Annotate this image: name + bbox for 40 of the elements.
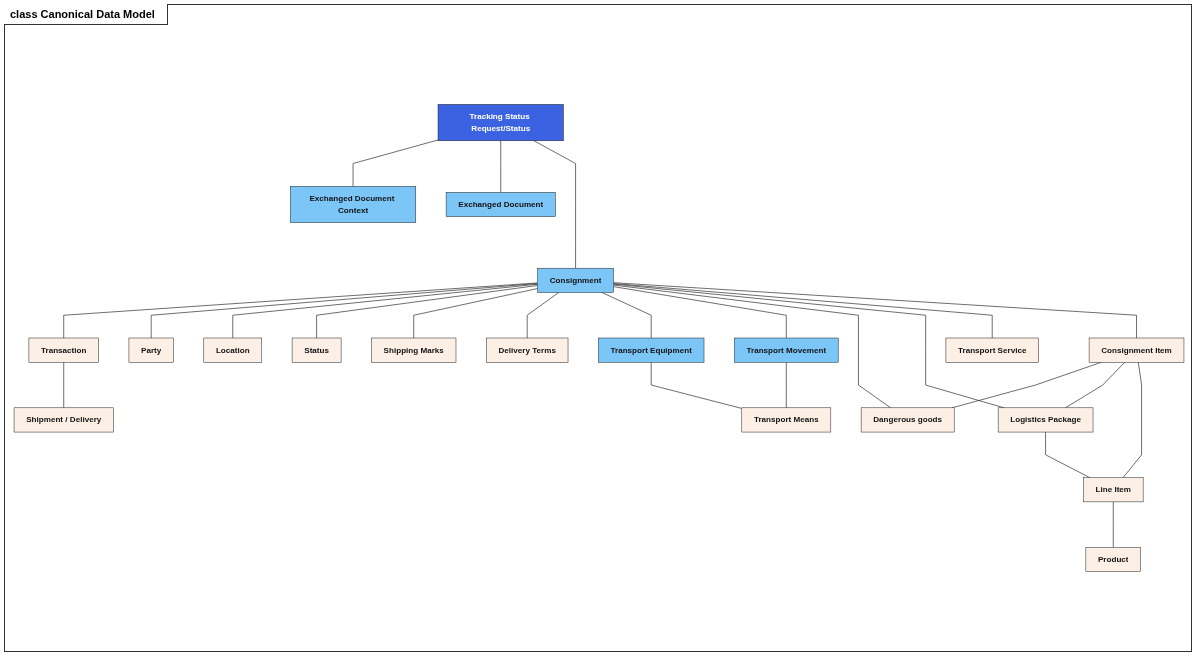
connector [613,282,1137,339]
connector [613,286,787,339]
connector [63,282,538,339]
node-box: Delivery Terms [486,337,569,363]
connector [1065,361,1126,409]
node-box: Consignment Item [1088,337,1185,363]
node-box: Line Item [1083,477,1144,503]
node-box: Status [291,337,342,363]
connector [533,140,576,269]
connector [613,283,993,339]
node-box: Transport Means [741,407,832,433]
connector [63,361,65,409]
node-box: Transaction [28,337,99,363]
node-box: Logistics Package [997,407,1094,433]
node-box: Transport Movement [734,337,839,363]
node-box: Party [128,337,174,363]
connector [785,361,787,409]
node-box: Shipping Marks [371,337,457,363]
node-box: Tracking Status Request/Status [437,104,564,142]
node-box: Exchanged Document Context [290,186,416,223]
node-box: Location [203,337,263,363]
node-box: Product [1085,547,1141,572]
connector [1045,431,1091,478]
connector [601,292,652,339]
connector [526,292,560,339]
node-box: Transport Equipment [598,337,705,363]
connector [1122,361,1142,478]
node-box: Exchanged Document [445,192,556,217]
diagram-title: class Canonical Data Model [4,4,168,25]
connector [352,139,439,187]
connector [316,285,538,339]
connector [150,283,538,339]
connector [232,283,538,339]
node-box: Dangerous goods [860,407,955,433]
node-box: Consignment [537,267,614,293]
connector [613,284,891,409]
node-box: Transport Service [945,337,1039,363]
connector [650,361,743,409]
node-box: Shipment / Delivery [13,407,114,433]
connector [413,288,538,339]
